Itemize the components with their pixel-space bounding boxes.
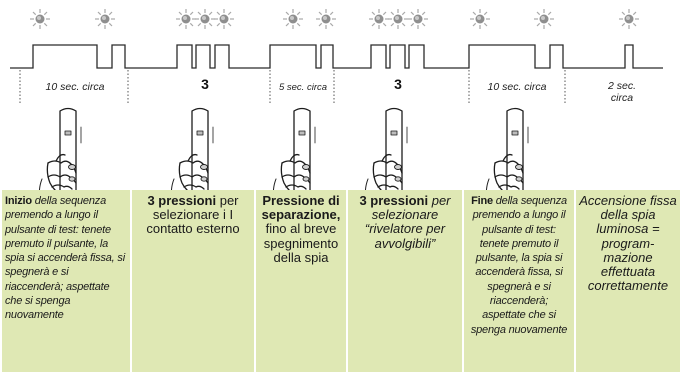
hand-press-icon-4 bbox=[364, 107, 408, 190]
led-icon-13 bbox=[618, 8, 640, 30]
dotted-guides bbox=[19, 70, 566, 104]
hand-press-icon-1 bbox=[38, 107, 82, 190]
step-6-text: Accensione fissa della spia luminosa = p… bbox=[579, 193, 677, 294]
step-3-text: fino al breve spegnimento della spia bbox=[263, 221, 339, 265]
led-icon-8 bbox=[368, 8, 390, 30]
step-2-text: per selezionare i I contatto esterno bbox=[146, 193, 240, 237]
led-icon-3 bbox=[175, 8, 197, 30]
step-6-duration: 2 sec.circa bbox=[607, 80, 636, 104]
step-3-panel: Pressione di separazione, fino al breve … bbox=[256, 190, 346, 372]
step-5-text: della sequenza premendo a lungo il pulsa… bbox=[470, 195, 568, 336]
led-icon-4 bbox=[194, 8, 216, 30]
step-4-panel: 3 pressioni per selezionare “rivelatore … bbox=[348, 190, 462, 372]
step-5-duration: 10 sec. circa bbox=[488, 81, 547, 93]
step-1-text: della sequenza premendo a lungo il pulsa… bbox=[5, 195, 125, 322]
step-2-count: 3 bbox=[201, 76, 209, 92]
step-4-text: per selezionare “rivelatore per avvolgib… bbox=[364, 193, 451, 251]
led-icon-6 bbox=[282, 8, 304, 30]
step-3-bold: Pressione di separazione, bbox=[261, 193, 341, 223]
step-5-panel: Fine della sequenza premendo a lungo il … bbox=[464, 190, 574, 372]
step-1-panel: Inizio della sequenza premendo a lungo i… bbox=[2, 190, 130, 372]
sequence-diagram: 10 sec. circa 3 5 sec. circa 3 10 sec. c… bbox=[10, 8, 663, 190]
led-icon-11 bbox=[469, 8, 491, 30]
hand-press-icon-3 bbox=[272, 107, 316, 190]
signal-waveform bbox=[10, 44, 663, 69]
led-icon-9 bbox=[387, 8, 409, 30]
step-1-duration: 10 sec. circa bbox=[46, 81, 105, 93]
step-6-panel: Accensione fissa della spia luminosa = p… bbox=[576, 190, 680, 372]
step-4-bold: 3 pressioni bbox=[359, 193, 429, 208]
hand-press-icon-2 bbox=[170, 107, 214, 190]
led-icon-5 bbox=[213, 8, 235, 30]
led-icon-10 bbox=[407, 8, 429, 30]
hand-press-icon-5 bbox=[485, 107, 529, 190]
step-5-bold: Fine bbox=[471, 195, 493, 207]
step-2-bold: 3 pressioni bbox=[147, 193, 217, 208]
led-icon-2 bbox=[94, 8, 116, 30]
led-icon-12 bbox=[533, 8, 555, 30]
led-icon-1 bbox=[29, 8, 51, 30]
step-4-count: 3 bbox=[394, 76, 402, 92]
step-3-duration: 5 sec. circa bbox=[279, 82, 327, 93]
led-icon-7 bbox=[315, 8, 337, 30]
step-2-panel: 3 pressioni per selezionare i I contatto… bbox=[132, 190, 254, 372]
step-1-bold: Inizio bbox=[5, 195, 32, 207]
